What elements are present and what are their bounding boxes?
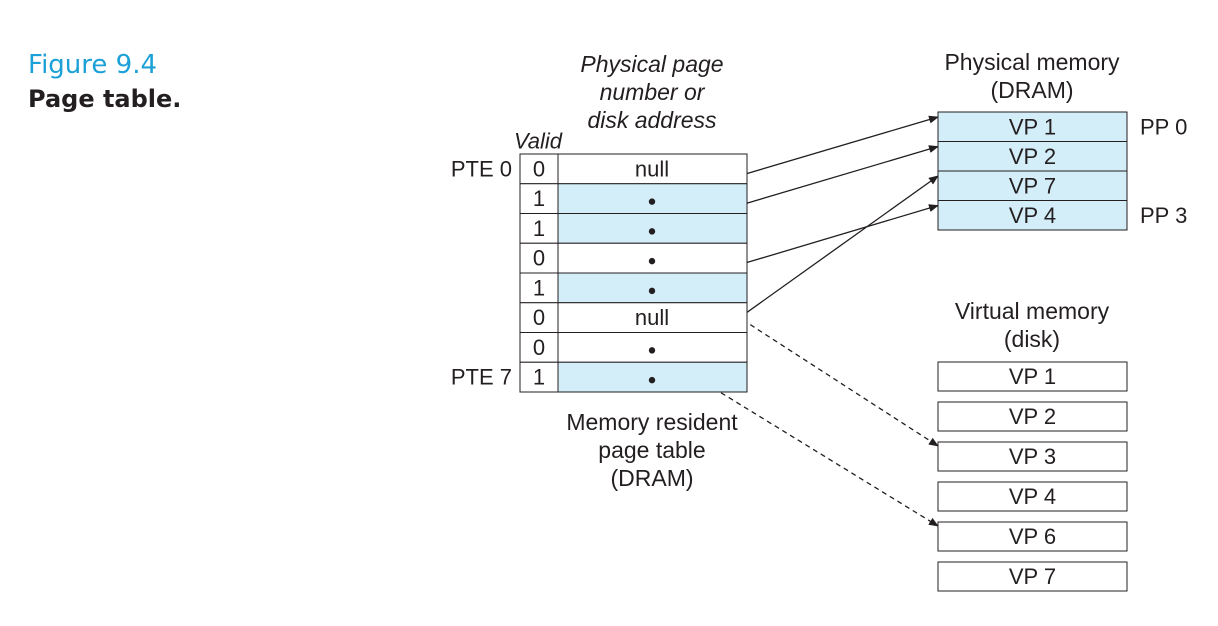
pointer-dot [648,287,656,295]
pointer-dot [648,257,656,265]
pp-0-label: PP 0 [1140,114,1187,139]
valid-header: Valid [514,129,563,154]
physical-page-label: VP 2 [1009,144,1056,169]
physical-page-label: VP 1 [1009,114,1056,139]
physical-memory-title-line: (DRAM) [990,77,1073,103]
page-table-caption-line: Memory resident [566,409,738,435]
physical-page-cell [937,111,1128,142]
valid-bit: 0 [533,305,545,330]
pointer-dot [648,347,656,354]
pte-0-label: PTE 0 [451,156,512,181]
disk-page-cell [937,521,1128,552]
null-label: null [635,156,669,181]
disk-page-cell [937,361,1128,392]
pointer-dot [648,198,656,205]
pte-7-label: PTE 7 [451,365,512,390]
disk-page-label: VP 4 [1009,484,1056,509]
disk-page-cell [937,561,1128,592]
physical-memory-title-line: Physical memory [944,49,1120,75]
ppn-header-line: number or [600,79,706,105]
disk-page-cell [937,401,1128,432]
disk-page-cell [937,441,1128,472]
valid-bit: 0 [533,335,545,360]
valid-bit: 1 [533,216,545,241]
physical-page-cell [937,141,1128,172]
disk-page-label: VP 6 [1009,524,1056,549]
valid-bit: 1 [533,186,545,211]
disk-page-cell [937,481,1128,512]
pointer-dot [648,228,656,235]
valid-cell [519,361,559,393]
disk-page-label: VP 7 [1009,564,1056,589]
valid-cell [519,213,559,244]
disk-page-label: VP 2 [1009,404,1056,429]
ppn-header-line: Physical page [580,51,723,77]
disk-page-label: VP 1 [1009,364,1056,389]
figure-number: Figure 9.4 [28,50,157,80]
valid-cell [519,332,559,363]
physical-memory: Physical memory(DRAM) VP 1 VP 2 VP 7 VP 4 PP … [937,49,1187,231]
valid-bit: 1 [533,275,545,300]
valid-bit: 0 [533,246,545,271]
null-label: null [635,305,669,330]
ppn-header-line: disk address [587,107,717,133]
disk-page-label: VP 3 [1009,444,1056,469]
pointer-dot [648,376,656,384]
physical-page-cell [937,200,1128,231]
virtual-memory: Virtual memory(disk) VP 1 VP 2 VP 3 VP 4 VP 6… [937,298,1128,592]
valid-bit: 0 [533,156,545,181]
page-table-caption-line: page table [598,437,705,463]
entry-cell [557,302,748,333]
virtual-memory-title-line: Virtual memory [955,298,1110,324]
figure-title: Page table. [28,85,182,113]
pp-3-label: PP 3 [1140,203,1187,228]
page-table-caption-line: (DRAM) [610,465,693,491]
physical-page-label: VP 4 [1009,203,1056,228]
virtual-memory-title-line: (disk) [1004,326,1060,352]
valid-cell [519,153,559,185]
valid-bit: 1 [533,365,545,390]
entry-cell [557,153,748,185]
figure-caption: Figure 9.4 Page table. [28,48,181,116]
physical-page-label: VP 7 [1009,173,1056,198]
